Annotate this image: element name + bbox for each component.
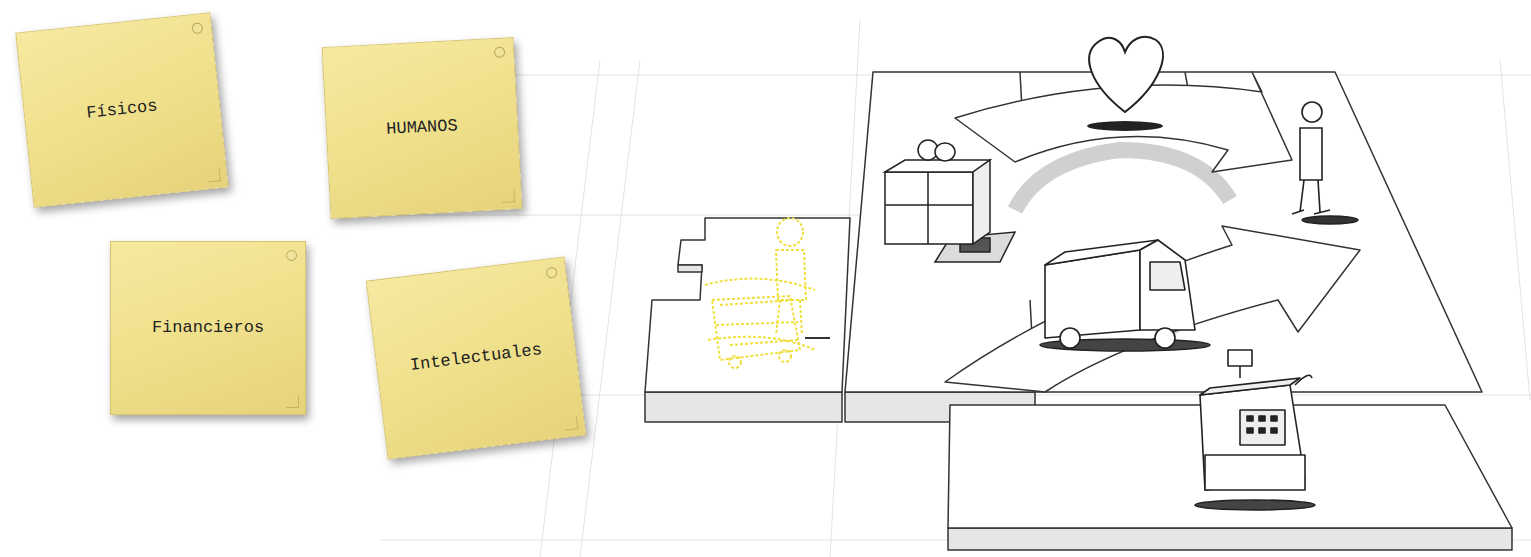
note-curl: [501, 189, 515, 203]
note-curl: [286, 395, 299, 408]
note-label: HUMANOS: [376, 115, 468, 140]
sticky-note: HUMANOS: [322, 37, 523, 219]
sticky-note: Financieros: [110, 241, 306, 415]
note-pin: [191, 22, 203, 34]
note-label: Financieros: [142, 318, 274, 338]
note-pin: [286, 250, 297, 261]
sticky-note: Intelectuales: [366, 256, 586, 459]
note-label: Intelectuales: [399, 339, 553, 378]
note-curl: [564, 416, 578, 430]
note-label: Físicos: [75, 95, 168, 125]
note-pin: [546, 267, 558, 279]
sticky-note: Físicos: [15, 12, 228, 208]
note-pin: [494, 47, 506, 59]
note-curl: [207, 168, 221, 182]
